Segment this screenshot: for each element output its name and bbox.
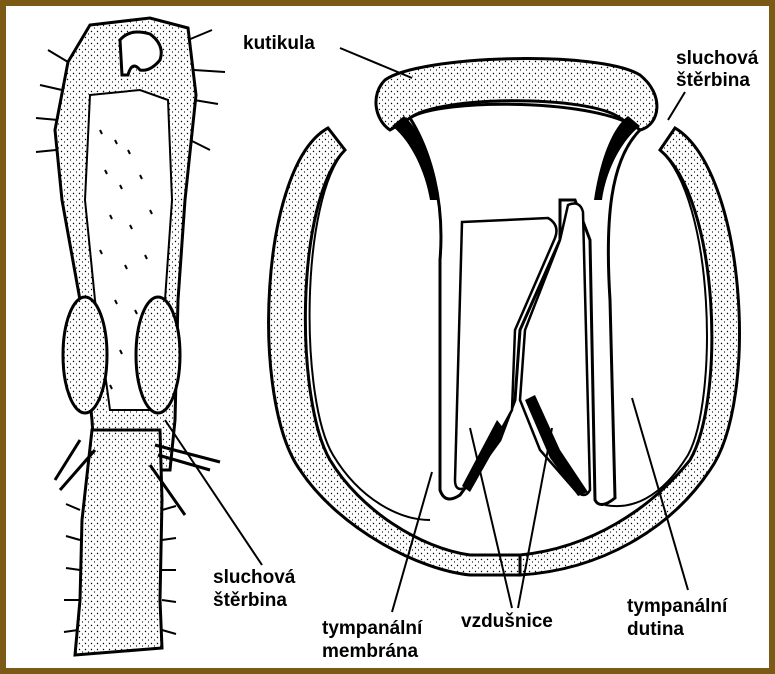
pointer-slit-top	[668, 92, 685, 120]
leg-tympanum-right	[136, 297, 180, 413]
pointer-trachea-left	[470, 428, 512, 608]
label-slit-top-1: sluchová	[676, 48, 758, 70]
label-membrane-1: tympanální	[322, 618, 422, 640]
pointer-trachea-right	[518, 428, 552, 608]
leg-illustration	[36, 18, 225, 655]
pointer-kutikula	[340, 48, 412, 78]
label-slit-left-1: sluchová	[213, 567, 295, 589]
leg-tympanum-left	[63, 297, 107, 413]
label-slit-left-2: štěrbina	[213, 590, 287, 612]
leg-lower	[75, 430, 162, 655]
label-kutikula: kutikula	[243, 33, 315, 55]
label-slit-top-2: štěrbina	[676, 70, 750, 92]
cross-section	[269, 59, 740, 575]
label-cavity-2: dutina	[627, 619, 684, 641]
label-trachea: vzdušnice	[461, 611, 553, 633]
label-cavity-1: tympanální	[627, 596, 727, 618]
label-membrane-2: membrána	[322, 641, 418, 663]
pointer-slit-left	[165, 420, 262, 565]
